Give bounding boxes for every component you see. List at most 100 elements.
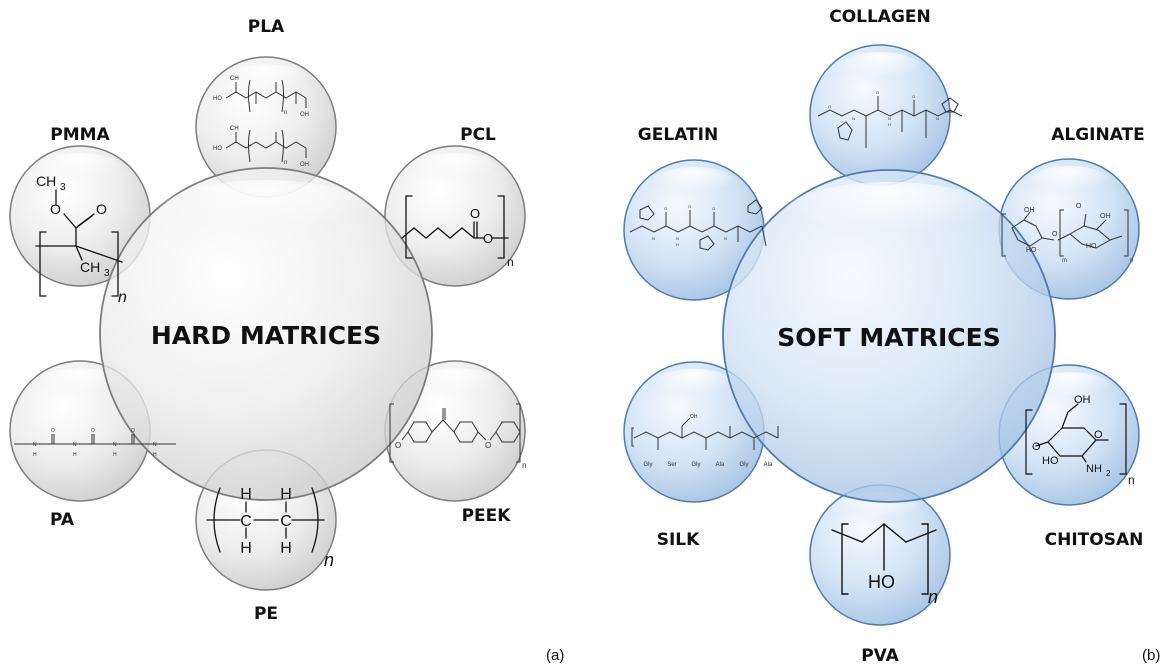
structure-pla: CH HO OH n CH HO OH n bbox=[213, 76, 309, 168]
panel-soft-matrices: SOFT MATRICES O O O N N N H bbox=[623, 7, 1160, 666]
svg-text:N: N bbox=[113, 442, 117, 448]
label-gelatin: GELATIN bbox=[638, 125, 718, 145]
svg-text:OH: OH bbox=[300, 162, 309, 168]
svg-text:O: O bbox=[1052, 231, 1058, 238]
svg-text:HO: HO bbox=[868, 572, 895, 592]
structure-pcl: O O n bbox=[401, 195, 514, 269]
svg-text:HO: HO bbox=[1086, 243, 1097, 250]
svg-text:O: O bbox=[1076, 203, 1082, 210]
svg-text:n: n bbox=[284, 110, 287, 116]
label-pcl: PCL bbox=[460, 125, 496, 145]
svg-text:C: C bbox=[280, 513, 292, 530]
svg-text:HO: HO bbox=[213, 146, 222, 152]
svg-text:CH: CH bbox=[80, 259, 100, 275]
svg-text:O: O bbox=[483, 231, 493, 246]
label-collagen: COLLAGEN bbox=[829, 7, 931, 27]
svg-text:N: N bbox=[153, 442, 157, 448]
svg-text:NH: NH bbox=[1086, 463, 1102, 475]
svg-text:H: H bbox=[73, 452, 77, 458]
structure-pmma: CH 3 O O CH 3 n bbox=[35, 173, 127, 306]
label-pe: PE bbox=[254, 604, 278, 624]
silk-residue-label: Gly bbox=[644, 462, 653, 468]
svg-text:m: m bbox=[1062, 258, 1067, 264]
svg-text:O: O bbox=[1032, 441, 1041, 453]
svg-text:H: H bbox=[280, 486, 292, 503]
label-pa: PA bbox=[50, 510, 75, 530]
structure-alginate: OH O O OH HO HO m n bbox=[1001, 203, 1133, 264]
svg-text:2: 2 bbox=[1106, 469, 1111, 478]
svg-text:CH: CH bbox=[230, 126, 239, 132]
center-circle-hard: HARD MATRICES bbox=[99, 167, 433, 501]
svg-text:O: O bbox=[828, 104, 831, 109]
svg-text:3: 3 bbox=[104, 268, 110, 279]
svg-text:CH: CH bbox=[230, 76, 239, 82]
svg-text:O: O bbox=[1094, 429, 1103, 441]
bubble-pmma bbox=[9, 145, 151, 287]
svg-text:HO: HO bbox=[213, 96, 222, 102]
label-silk: SILK bbox=[657, 530, 700, 550]
svg-text:HO: HO bbox=[1042, 455, 1059, 467]
silk-residue-label: Ala bbox=[764, 462, 773, 468]
svg-text:O: O bbox=[50, 201, 61, 217]
svg-text:H: H bbox=[240, 540, 252, 557]
svg-text:n: n bbox=[507, 255, 514, 269]
label-chitosan: CHITOSAN bbox=[1045, 530, 1144, 550]
svg-text:O: O bbox=[912, 94, 915, 99]
bubble-gelatin bbox=[623, 159, 765, 301]
svg-text:O: O bbox=[712, 206, 715, 211]
svg-text:OH: OH bbox=[1100, 213, 1111, 220]
svg-text:OH: OH bbox=[1024, 207, 1035, 214]
label-pla: PLA bbox=[248, 17, 285, 37]
bubble-collagen bbox=[809, 44, 951, 186]
svg-text:N: N bbox=[888, 116, 891, 121]
structure-pa: N N N N H H H H O O O bbox=[14, 428, 176, 458]
svg-text:N: N bbox=[652, 236, 655, 241]
svg-text:CH: CH bbox=[36, 173, 56, 189]
svg-text:C: C bbox=[240, 513, 252, 530]
svg-text:H: H bbox=[33, 452, 37, 458]
svg-text:H: H bbox=[113, 452, 117, 458]
svg-text:O: O bbox=[485, 441, 491, 450]
panel-hard-matrices: HARD MATRICES CH HO OH bbox=[9, 17, 564, 664]
silk-residue-label: Ser bbox=[667, 462, 676, 468]
center-label-hard: HARD MATRICES bbox=[151, 321, 381, 350]
svg-text:O: O bbox=[51, 428, 55, 434]
silk-residue-labels: Gly Ser Gly Ala Gly Ala bbox=[644, 462, 773, 468]
label-peek: PEEK bbox=[462, 506, 512, 526]
svg-text:H: H bbox=[676, 242, 679, 247]
label-pmma: PMMA bbox=[50, 125, 110, 145]
svg-text:n: n bbox=[522, 461, 526, 470]
structure-peek: O O n bbox=[389, 403, 526, 470]
svg-text:n: n bbox=[324, 550, 334, 570]
silk-residue-label: Gly bbox=[692, 462, 701, 468]
svg-text:N: N bbox=[724, 236, 727, 241]
svg-text:O: O bbox=[664, 206, 667, 211]
bubble-pla bbox=[195, 56, 337, 198]
structure-chitosan: OH O O HO NH 2 n bbox=[1025, 394, 1135, 487]
svg-text:n: n bbox=[928, 587, 938, 607]
svg-text:n: n bbox=[284, 160, 287, 166]
svg-text:HO: HO bbox=[1026, 247, 1037, 254]
svg-text:H: H bbox=[888, 122, 891, 127]
svg-text:O: O bbox=[688, 204, 691, 209]
svg-text:O: O bbox=[470, 206, 480, 221]
silk-residue-label: Gly bbox=[740, 462, 749, 468]
svg-text:OH: OH bbox=[1074, 394, 1091, 406]
silk-residue-label: Ala bbox=[716, 462, 725, 468]
label-alginate: ALGINATE bbox=[1051, 125, 1145, 145]
center-label-soft: SOFT MATRICES bbox=[777, 323, 1000, 352]
svg-text:H: H bbox=[153, 452, 157, 458]
svg-text:O: O bbox=[96, 201, 107, 217]
svg-text:O: O bbox=[876, 90, 879, 95]
svg-text:3: 3 bbox=[60, 182, 66, 193]
svg-text:OH: OH bbox=[300, 112, 309, 118]
bubble-pcl bbox=[384, 145, 526, 287]
structure-gelatin: O O O N N N H bbox=[629, 199, 767, 251]
center-circle-soft: SOFT MATRICES bbox=[722, 169, 1056, 503]
svg-text:n: n bbox=[118, 289, 127, 306]
svg-text:N: N bbox=[936, 116, 939, 121]
svg-text:H: H bbox=[240, 486, 252, 503]
panel-label-b: (b) bbox=[1142, 647, 1160, 664]
